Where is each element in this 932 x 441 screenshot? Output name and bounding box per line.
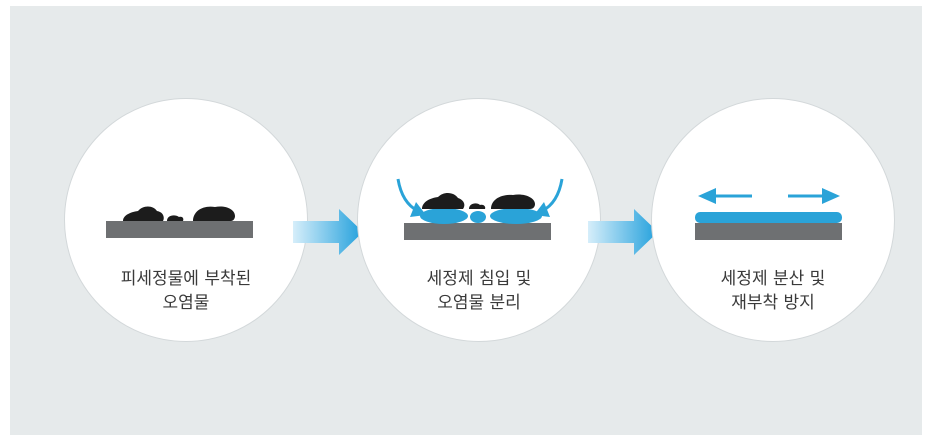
dirt-particle [491,194,535,209]
dirt-particle [193,206,235,221]
dirt-particle [167,215,184,221]
dirt-particle [123,206,164,221]
step-1-circle: 피세정물에 부착된 오염물 [64,98,308,342]
step-3-circle: 세정제 분산 및 재부착 방지 [651,98,895,342]
step-3-label: 세정제 분산 및 재부착 방지 [652,267,894,315]
detergent-layer [490,208,542,224]
substrate-surface [404,223,551,240]
substrate-surface [695,223,842,240]
substrate-surface [106,221,253,238]
spread-arrow-left-head [698,188,716,204]
step-1-label-line-1: 피세정물에 부착된 [120,269,252,289]
step-1-label: 피세정물에 부착된 오염물 [65,267,307,315]
dirt-particle [469,203,486,209]
step-2-label-line-1: 세정제 침입 및 [426,269,532,289]
step-2-circle: 세정제 침입 및 오염물 분리 [357,98,601,342]
spread-arrow-right-head [822,188,840,204]
step-3-illustration [695,188,842,240]
process-arrow-2 [588,209,658,255]
step-1-label-line-2: 오염물 [162,293,210,313]
detergent-layer [470,211,486,223]
dirt-particle [422,192,465,209]
curved-arrow-left-head [410,202,426,217]
step-2-label-line-2: 오염물 분리 [437,293,521,313]
step-1-illustration [106,206,253,238]
step-2-illustration [396,178,564,240]
step-3-label-line-2: 재부착 방지 [731,293,815,313]
process-arrow-1 [293,209,363,255]
step-2-label: 세정제 침입 및 오염물 분리 [358,267,600,315]
step-3-label-line-1: 세정제 분산 및 [720,269,826,289]
detergent-film [695,212,842,223]
detergent-layer [420,208,468,224]
curved-arrow-right-head [534,202,550,217]
